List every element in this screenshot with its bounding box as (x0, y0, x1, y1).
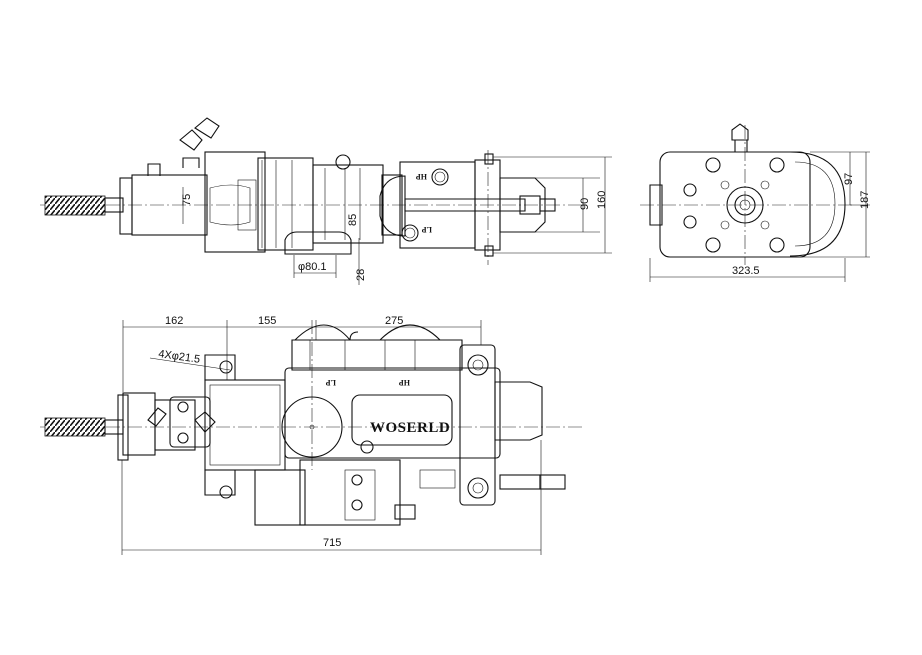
dim-97: 97 (843, 173, 855, 185)
input-shaft-spline (44, 195, 106, 216)
fitting (147, 157, 200, 176)
pump-front-housing (131, 174, 208, 236)
dim-275: 275 (385, 315, 403, 327)
front-view: LP HP WOSERLD 162 155 275 4Xφ21.5 715 (40, 315, 585, 555)
lp-mark: LP (422, 225, 432, 234)
port-flange (284, 231, 352, 255)
hp-mark: HP (399, 378, 410, 387)
brand-plate (351, 394, 453, 446)
top-view: HP LP 75 85 φ80.1 28 90 160 (40, 117, 612, 285)
dim-162: 162 (165, 315, 183, 327)
dim-75: 75 (181, 194, 193, 206)
input-shaft-spline (44, 417, 106, 437)
motor-block (204, 379, 286, 471)
dim-phi-80-1: φ80.1 (298, 261, 327, 273)
hp-mark: HP (416, 172, 427, 181)
lp-mark: LP (326, 378, 336, 387)
elbow-fitting (179, 117, 220, 151)
dim-323-5: 323.5 (732, 265, 760, 277)
dim-holes: 4Xφ21.5 (158, 348, 201, 366)
dim-715: 715 (323, 537, 341, 549)
dim-85: 85 (347, 214, 359, 226)
dim-160: 160 (596, 191, 608, 209)
dim-90: 90 (579, 198, 591, 210)
pump-main-housing (257, 157, 314, 251)
dim-28: 28 (355, 269, 367, 281)
dim-187: 187 (859, 191, 871, 209)
side-view: 97 187 323.5 (640, 123, 871, 282)
dim-155: 155 (258, 315, 276, 327)
brand-name: WOSERLD (370, 420, 450, 436)
